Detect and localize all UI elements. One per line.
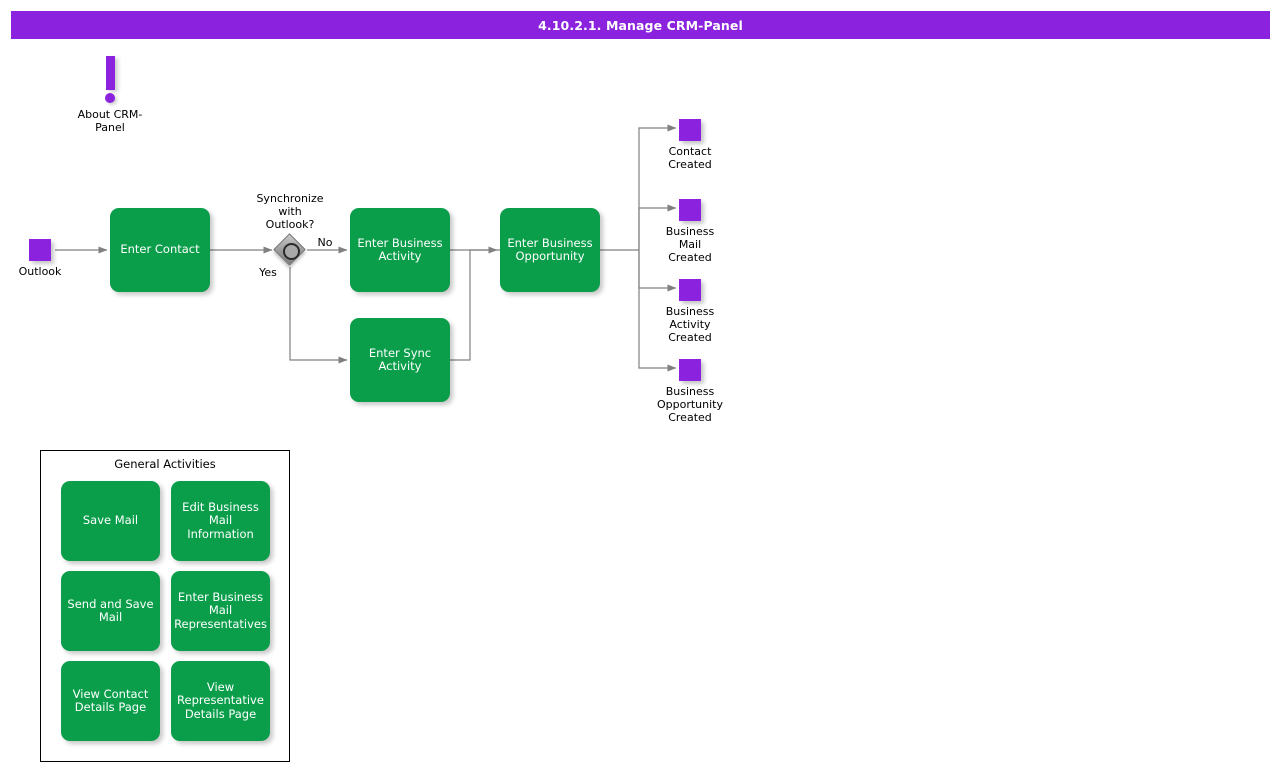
edge-sync-activity-to-business-opportunity [450, 249, 500, 361]
general-activities-title: General Activities [114, 457, 216, 471]
general-activity-send-and-save-mail-label: Send and Save Mail [67, 596, 154, 624]
exclamation-icon-dot [105, 93, 115, 103]
event-square-icon [679, 279, 701, 301]
general-activity-view-contact-details-page[interactable]: View Contact Details Page [61, 661, 160, 741]
end-event-business-mail-created-label: Business Mail Created [665, 225, 715, 264]
general-activity-edit-business-mail-information[interactable]: Edit Business Mail Information [171, 481, 270, 561]
page-title-bar: 4.10.2.1. Manage CRM-Panel [11, 11, 1270, 39]
activity-enter-sync-activity-label: Enter Sync Activity [368, 345, 432, 373]
general-activity-view-representative-details-page[interactable]: View Representative Details Page [171, 661, 270, 741]
start-event-outlook-label: Outlook [18, 265, 62, 278]
event-square-icon [679, 199, 701, 221]
activity-enter-business-opportunity-label: Enter Business Opportunity [507, 235, 593, 263]
activity-enter-business-opportunity[interactable]: Enter Business Opportunity [500, 208, 600, 292]
general-activity-send-and-save-mail[interactable]: Send and Save Mail [61, 571, 160, 651]
general-activity-enter-business-mail-representatives-label: Enter Business Mail Representatives [174, 589, 267, 631]
end-event-business-activity-created[interactable]: Business Activity Created [640, 279, 740, 344]
activity-enter-business-activity[interactable]: Enter Business Activity [350, 208, 450, 292]
general-activity-view-contact-details-page-label: View Contact Details Page [72, 686, 149, 714]
gateway-question-label: Synchronize with Outlook? [256, 192, 324, 231]
end-event-business-opportunity-created-label: Business Opportunity Created [656, 385, 723, 424]
gateway-synchronize-with-outlook[interactable] [273, 233, 306, 266]
activity-enter-contact-label: Enter Contact [120, 242, 200, 257]
end-event-contact-created[interactable]: Contact Created [640, 119, 740, 171]
edge-gateway-yes-to-sync-activity [289, 267, 348, 364]
general-activity-save-mail[interactable]: Save Mail [61, 481, 160, 561]
activity-enter-business-activity-label: Enter Business Activity [357, 235, 443, 263]
general-activity-save-mail-label: Save Mail [82, 513, 139, 528]
end-event-contact-created-label: Contact Created [668, 145, 712, 171]
end-event-business-opportunity-created[interactable]: Business Opportunity Created [635, 359, 745, 424]
general-activities-group: General Activities Save Mail Edit Busine… [40, 450, 290, 762]
general-activity-enter-business-mail-representatives[interactable]: Enter Business Mail Representatives [171, 571, 270, 651]
about-crm-panel-label: About CRM- Panel [77, 108, 143, 134]
general-activity-edit-business-mail-information-label: Edit Business Mail Information [182, 499, 259, 541]
gateway-ring-icon [283, 243, 300, 260]
gateway-branch-label-no: No [317, 236, 333, 249]
activity-enter-contact[interactable]: Enter Contact [110, 208, 210, 292]
end-event-business-mail-created[interactable]: Business Mail Created [640, 199, 740, 264]
activity-enter-sync-activity[interactable]: Enter Sync Activity [350, 318, 450, 402]
about-crm-panel-note[interactable]: About CRM- Panel [66, 56, 154, 134]
end-event-business-activity-created-label: Business Activity Created [665, 305, 715, 344]
general-activity-view-representative-details-page-label: View Representative Details Page [177, 679, 264, 721]
event-square-icon [679, 119, 701, 141]
event-square-icon [29, 239, 51, 261]
gateway-branch-label-yes: Yes [259, 266, 277, 279]
start-event-outlook[interactable]: Outlook [0, 239, 80, 278]
page-title: 4.10.2.1. Manage CRM-Panel [538, 17, 743, 33]
event-square-icon [679, 359, 701, 381]
exclamation-icon-bar [105, 56, 115, 90]
